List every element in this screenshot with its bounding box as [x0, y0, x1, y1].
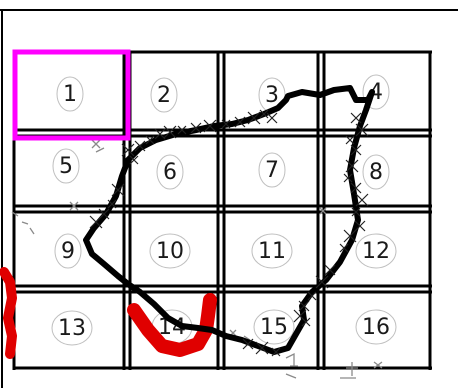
grid-cell-13[interactable]: 13	[52, 311, 92, 345]
cell-number: 7	[265, 158, 279, 183]
grid-cell-6[interactable]: 6	[157, 155, 183, 189]
cell-number: 6	[163, 160, 177, 185]
grid-cell-16[interactable]: 16	[356, 310, 396, 344]
cell-number: 16	[362, 315, 390, 340]
grid-cell-2[interactable]: 2	[151, 78, 177, 112]
grid-cell-10[interactable]: 10	[150, 234, 190, 268]
cell-number: 3	[265, 83, 279, 108]
grid-cell-12[interactable]: 12	[356, 234, 396, 268]
scribble-mark	[267, 113, 277, 123]
grid-cell-15[interactable]: 15	[254, 310, 294, 344]
red-stroke-left	[4, 272, 12, 354]
cell-number: 12	[362, 239, 390, 264]
scribble-mark	[351, 113, 361, 123]
grid-cell-5[interactable]: 5	[53, 149, 79, 183]
cell-number: 13	[58, 316, 86, 341]
grid-cell-1[interactable]: 1	[57, 77, 83, 111]
noise-mark	[92, 140, 104, 152]
cell-number: 8	[369, 160, 383, 185]
noise-mark	[286, 354, 298, 378]
grid-cell-8[interactable]: 8	[363, 155, 389, 189]
grid-cell-11[interactable]: 11	[252, 234, 292, 268]
grid-cell-9[interactable]: 9	[55, 234, 81, 268]
path-scribbles	[90, 110, 368, 356]
grid-cell-7[interactable]: 7	[259, 153, 285, 187]
cell-number: 15	[260, 315, 288, 340]
noise-mark	[340, 362, 358, 378]
cell-number: 11	[258, 239, 286, 264]
cell-number: 10	[156, 239, 184, 264]
cell-number: 5	[59, 154, 73, 179]
cell-number: 1	[63, 82, 77, 107]
cell-number: 2	[157, 83, 171, 108]
cell-number: 9	[61, 239, 75, 264]
